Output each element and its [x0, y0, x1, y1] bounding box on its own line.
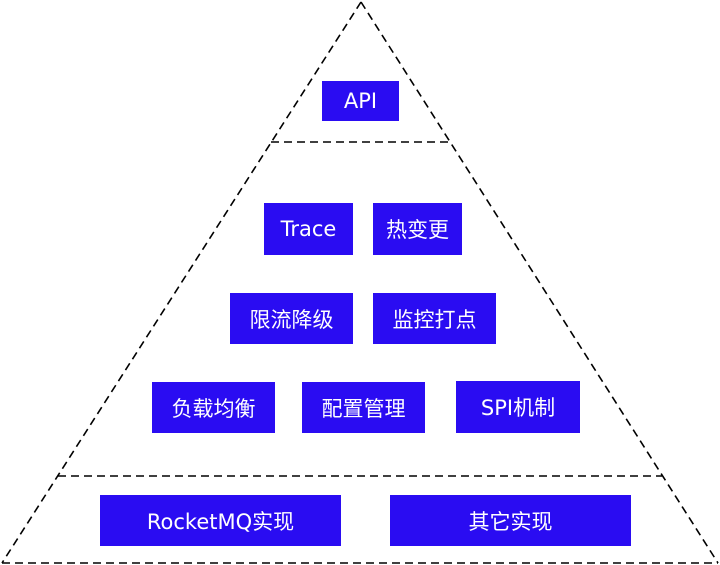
rate-limit-box: 限流降级: [230, 293, 353, 344]
hot-change-box: 热变更: [373, 203, 462, 255]
pyramid-left-edge: [1, 1, 362, 564]
rocketmq-impl-box: RocketMQ实现: [100, 495, 341, 546]
pyramid-right-edge: [360, 1, 719, 564]
spi-box: SPI机制: [456, 381, 580, 433]
config-mgmt-box: 配置管理: [302, 382, 425, 433]
api-box: API: [322, 81, 399, 121]
load-balance-box: 负载均衡: [152, 382, 275, 433]
monitoring-box: 监控打点: [373, 293, 496, 344]
other-impl-box: 其它实现: [390, 495, 631, 546]
trace-box: Trace: [264, 203, 353, 255]
